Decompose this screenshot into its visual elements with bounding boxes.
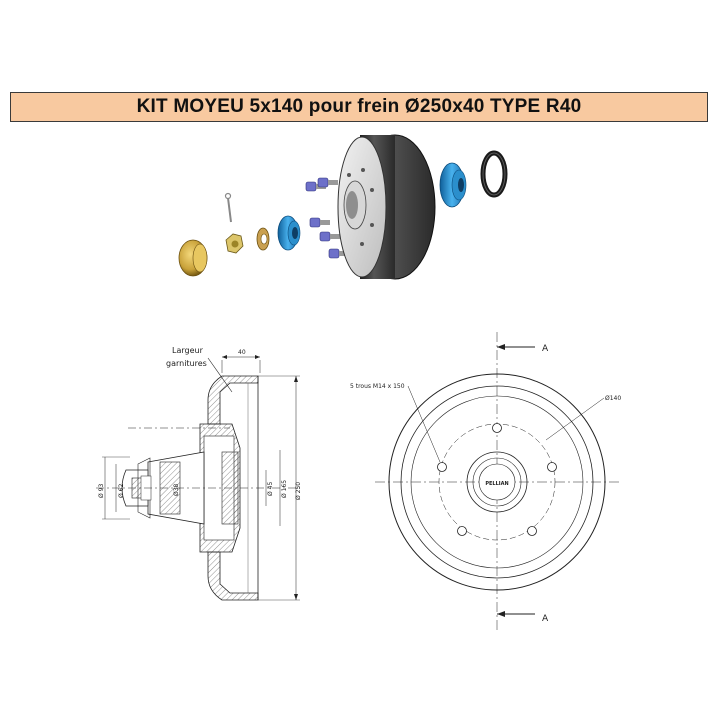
bolt-hole xyxy=(457,526,467,536)
section-view: Largeur garnitures 40 Ø 93 xyxy=(96,346,302,601)
outer-bearing xyxy=(277,215,301,251)
dim-d250: Ø 250 xyxy=(295,482,302,500)
bolt-holes xyxy=(437,423,557,536)
page-title: KIT MOYEU 5x140 pour frein Ø250x40 TYPE … xyxy=(136,96,582,117)
holes-label: 5 trous M14 x 150 xyxy=(350,383,405,390)
dust-cap xyxy=(178,239,208,277)
bolt-hole xyxy=(527,526,537,536)
dim-d165: Ø 165 xyxy=(281,480,288,498)
dim-d93: Ø 93 xyxy=(98,484,105,498)
section-label-bottom: A xyxy=(542,614,549,624)
dim-width-40: 40 xyxy=(238,349,246,356)
washer xyxy=(256,227,270,251)
section-label-top: A xyxy=(542,344,549,354)
pcd-label: Ø140 xyxy=(605,395,621,402)
front-view: A A PELLIAN 5 trous M14 x 150 Ø140 xyxy=(350,332,621,630)
bolt xyxy=(317,177,338,188)
brake-drum xyxy=(337,134,436,280)
bolt xyxy=(309,217,330,228)
hub-logo: PELLIAN xyxy=(485,481,508,487)
dim-d38: Ø38 xyxy=(173,483,180,496)
dim-d45: Ø 45 xyxy=(267,482,274,496)
title-banner: KIT MOYEU 5x140 pour frein Ø250x40 TYPE … xyxy=(10,92,708,122)
linings-width-label-line2: garnitures xyxy=(166,359,207,368)
inner-bearing xyxy=(439,162,467,208)
bolt xyxy=(319,231,340,242)
cotter-pin xyxy=(224,192,232,223)
dim-d62: Ø 62 xyxy=(118,484,125,498)
bolt-hole xyxy=(437,462,447,472)
bolt-hole xyxy=(547,462,557,472)
bolt-hole xyxy=(492,423,502,433)
castle-nut xyxy=(225,233,244,254)
seal-ring xyxy=(480,150,508,198)
linings-width-label-line1: Largeur xyxy=(172,346,204,355)
exploded-view xyxy=(178,134,508,280)
